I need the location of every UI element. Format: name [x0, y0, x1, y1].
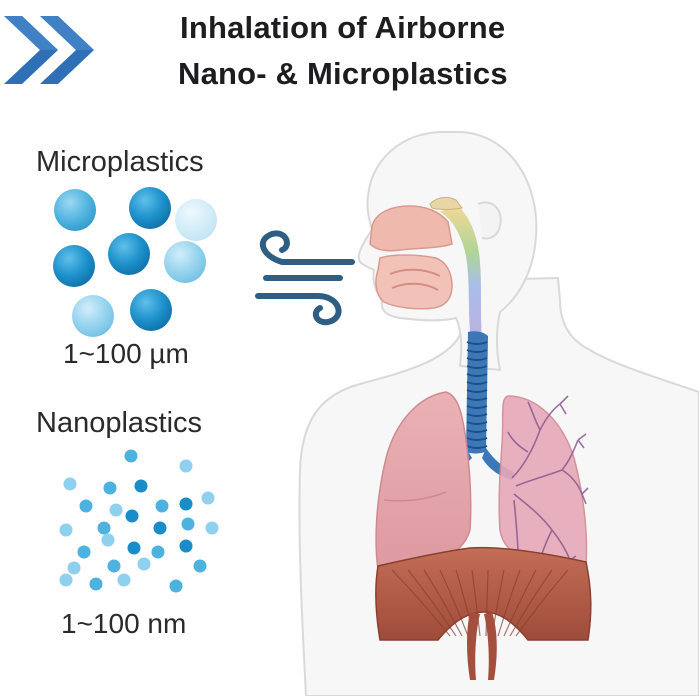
title-line-2: Nano- & Microplastics — [178, 56, 508, 91]
double-chevron-right-icon — [4, 16, 94, 84]
nanoplastic-particle — [127, 541, 141, 555]
microplastic-particle — [130, 289, 172, 331]
nanoplastic-particle — [59, 573, 73, 587]
right-lung — [498, 395, 589, 569]
nanoplastic-particle — [63, 477, 77, 491]
nanoplastic-particle — [89, 577, 103, 591]
nanoplastic-particle — [151, 545, 165, 559]
nanoplastic-particle — [179, 459, 193, 473]
nanoplastic-particle — [155, 499, 169, 513]
microplastic-particle — [53, 245, 95, 287]
nanoplastic-particle — [169, 579, 183, 593]
nanoplastic-particle — [179, 539, 193, 553]
nanoplastics-size-range: 1~100 nm — [61, 608, 187, 639]
microplastic-particle — [175, 199, 217, 241]
nanoplastic-particle — [179, 497, 193, 511]
nanoplastic-particle — [193, 559, 207, 573]
nanoplastic-particle — [153, 521, 167, 535]
nanoplastic-particle — [201, 491, 215, 505]
nasal-oral-cavity — [369, 196, 482, 340]
microplastic-particles — [53, 187, 217, 337]
nanoplastic-particle — [125, 509, 139, 523]
diaphragm — [375, 546, 592, 680]
microplastic-particle — [129, 187, 171, 229]
nanoplastic-particle — [134, 479, 148, 493]
nanoplastic-particles — [59, 449, 219, 593]
title-line-1: Inhalation of Airborne — [180, 10, 506, 45]
microplastic-particle — [72, 295, 114, 337]
left-lung — [375, 391, 472, 572]
nanoplastic-particle — [97, 521, 111, 535]
wind-icon — [255, 230, 355, 326]
nanoplastic-particle — [124, 449, 138, 463]
nanoplastic-particle — [137, 557, 151, 571]
nanoplastic-particle — [107, 559, 121, 573]
microplastics-size-range: 1~100 µm — [63, 338, 189, 369]
nanoplastic-particle — [59, 523, 73, 537]
nanoplastic-particle — [205, 521, 219, 535]
nanoplastics-label: Nanoplastics — [36, 407, 203, 439]
nanoplastic-particle — [101, 533, 115, 547]
microplastic-particle — [54, 189, 96, 231]
nanoplastic-particle — [79, 499, 93, 513]
nanoplastic-particle — [117, 573, 131, 587]
nanoplastic-particle — [67, 561, 81, 575]
nanoplastic-particle — [103, 481, 117, 495]
microplastic-particle — [164, 241, 206, 283]
nanoplastic-particle — [181, 517, 195, 531]
nanoplastic-particle — [109, 503, 123, 517]
microplastic-particle — [108, 233, 150, 275]
nanoplastic-particle — [77, 545, 91, 559]
microplastics-label: Microplastics — [36, 146, 204, 178]
